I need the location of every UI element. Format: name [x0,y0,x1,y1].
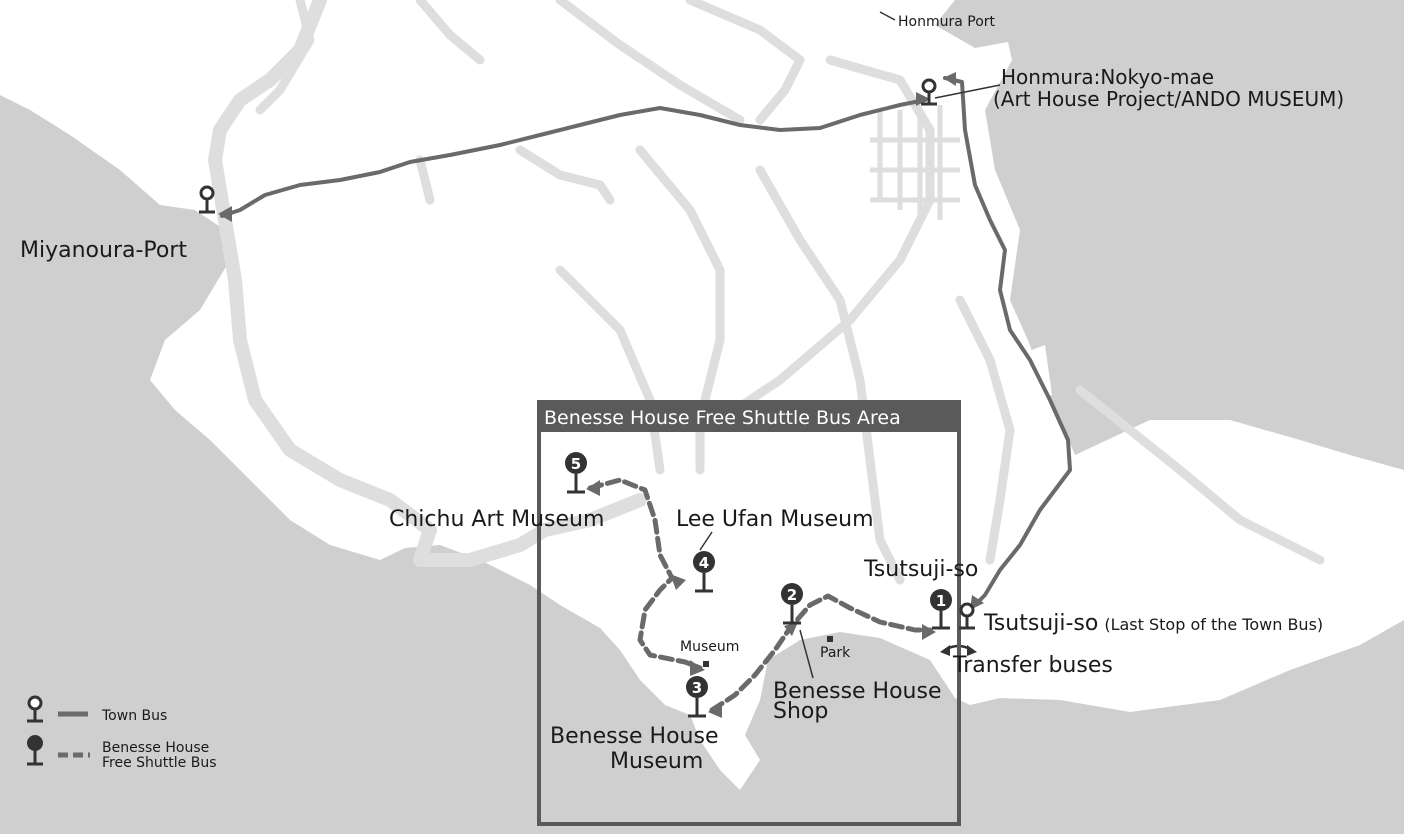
shuttle-stop-1-icon[interactable]: 1 [930,589,952,630]
transfer-arrowhead-right [967,645,977,656]
arrow-shuttle-chichu [586,480,600,496]
label-honmura-stop-line2: (Art House Project/ANDO MUSEUM) [993,87,1344,111]
town-stop-tsutsujiso-icon[interactable] [959,602,975,630]
town-stop-miyanoura-icon[interactable] [199,185,215,214]
ring-road [208,0,647,567]
label-bh-museum-line1: Benesse House [550,724,719,749]
shuttle-route [587,477,933,713]
leader-honmura-port [879,11,896,21]
label-tsutsujiso-town: Tsutsuji-so (Last Stop of the Town Bus) [983,611,1323,636]
shuttle-stop-4-number: 4 [699,554,709,572]
label-bh-museum-line2: Museum [610,749,703,774]
label-transfer: Transfer buses [952,653,1113,678]
legend-shuttle-label-line2: Free Shuttle Bus [102,755,217,771]
arrow-shuttle-shop [784,622,798,636]
label-tsutsujiso-shuttle: Tsutsuji-so [863,557,978,582]
arrow-shuttle-museum [690,660,705,676]
shuttle-stop-3-number: 3 [692,679,702,697]
east-pier [1010,345,1052,405]
label-bh-shop-line2: Shop [773,699,828,724]
museum-marker [703,661,709,667]
arrow-tsutsujiso [970,595,984,610]
legend: Town Bus Benesse House Free Shuttle Bus [27,695,217,771]
shuttle-stop-3-icon[interactable]: 3 [686,676,708,718]
label-park-small: Park [820,645,851,661]
legend-shuttle-icon [27,735,43,766]
shuttle-area-title: Benesse House Free Shuttle Bus Area [544,407,901,429]
label-tsutsujiso-town-note: (Last Stop of the Town Bus) [1104,615,1323,634]
label-tsutsujiso-town-name: Tsutsuji-so [983,611,1098,636]
shuttle-stop-2-icon[interactable]: 2 [781,583,803,625]
park-marker [827,636,833,642]
label-museum-small: Museum [680,639,739,655]
town-bus-route [220,98,927,218]
shuttle-stop-2-number: 2 [787,586,797,604]
legend-town-bus-label: Town Bus [101,708,167,724]
label-bh-shop-line1: Benesse House [773,679,942,704]
shuttle-stop-1-number: 1 [936,592,946,610]
label-lee-ufan: Lee Ufan Museum [676,507,874,532]
leader-shop [799,629,814,679]
arrow-honmura [916,92,930,106]
legend-town-bus-icon [27,695,43,723]
town-stop-honmura-icon[interactable] [921,78,937,106]
label-chichu: Chichu Art Museum [389,507,604,532]
town-bus-route-east [943,76,1072,607]
legend-shuttle-label-line1: Benesse House [102,740,209,756]
leader-honmura [934,84,1001,99]
arrow-honmura-east [943,72,956,86]
arrow-shuttle-lee [670,574,686,590]
northeast-coast [940,0,1404,395]
transfer-arrowhead-left [940,645,950,656]
arrow-shuttle-bh [708,702,722,718]
leader-lee [699,531,713,551]
arrow-miyanoura [218,206,232,222]
shuttle-area-title-bg [539,402,959,432]
label-miyanoura-port: Miyanoura-Port [20,238,187,263]
label-honmura-port: Honmura Port [898,14,996,30]
honmura-pier [880,12,950,78]
honmura-village-streets [870,105,960,220]
label-honmura-stop-line1: Honmura:Nokyo-mae [1001,65,1214,89]
shuttle-stop-4-icon[interactable]: 4 [693,551,715,593]
shuttle-stop-5-icon[interactable]: 5 [565,452,587,494]
shuttle-stop-5-number: 5 [571,455,581,473]
arrow-shuttle-tsutsujiso [922,624,936,640]
